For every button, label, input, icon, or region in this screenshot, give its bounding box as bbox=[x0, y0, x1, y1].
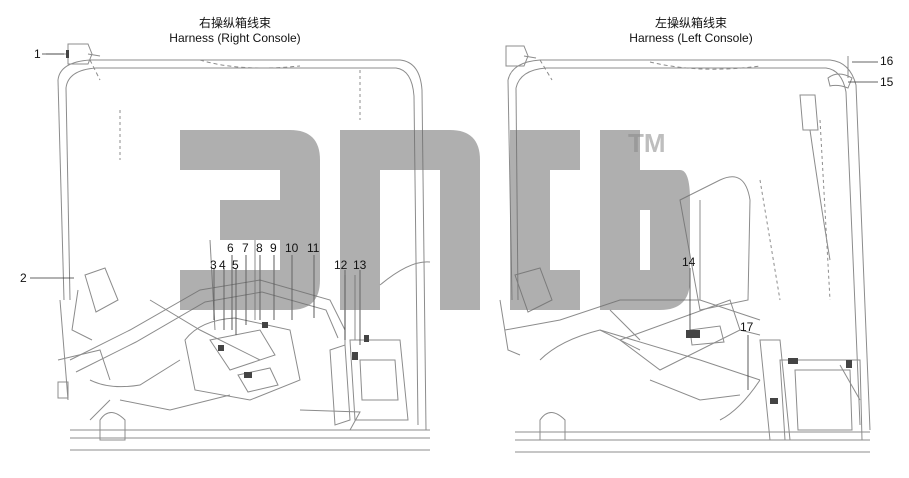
callout-5: 5 bbox=[232, 258, 239, 272]
callout-7: 7 bbox=[242, 241, 249, 255]
callout-12: 12 bbox=[334, 258, 348, 272]
right-roof-lamp bbox=[505, 45, 853, 89]
callout-2: 2 bbox=[20, 271, 27, 285]
watermark-logo bbox=[180, 130, 690, 310]
callout-6: 6 bbox=[227, 241, 234, 255]
left-panel-title: 右操纵箱线束 Harness (Right Console) bbox=[140, 16, 330, 46]
watermark-trademark: TM bbox=[628, 128, 666, 158]
callout-9: 9 bbox=[270, 241, 277, 255]
callout-11: 11 bbox=[307, 241, 320, 255]
callout-4: 4 bbox=[219, 258, 226, 272]
left-title-cn: 右操纵箱线束 bbox=[198, 16, 271, 30]
left-title-en: Harness (Right Console) bbox=[169, 31, 301, 45]
callout-13: 13 bbox=[353, 258, 367, 272]
left-cab-outline bbox=[57, 59, 430, 451]
callout-17: 17 bbox=[740, 320, 754, 334]
callout-15: 15 bbox=[880, 75, 894, 89]
right-cab-outline bbox=[507, 59, 871, 453]
callout-16: 16 bbox=[880, 54, 894, 68]
callout-3: 3 bbox=[210, 258, 217, 272]
callout-14: 14 bbox=[682, 255, 696, 269]
right-title-en: Harness (Left Console) bbox=[629, 31, 753, 45]
right-title-cn: 左操纵箱线束 bbox=[654, 16, 727, 30]
callout-1: 1 bbox=[34, 47, 41, 61]
right-panel-title: 左操纵箱线束 Harness (Left Console) bbox=[596, 16, 786, 46]
callout-10: 10 bbox=[285, 241, 299, 255]
callout-8: 8 bbox=[256, 241, 263, 255]
